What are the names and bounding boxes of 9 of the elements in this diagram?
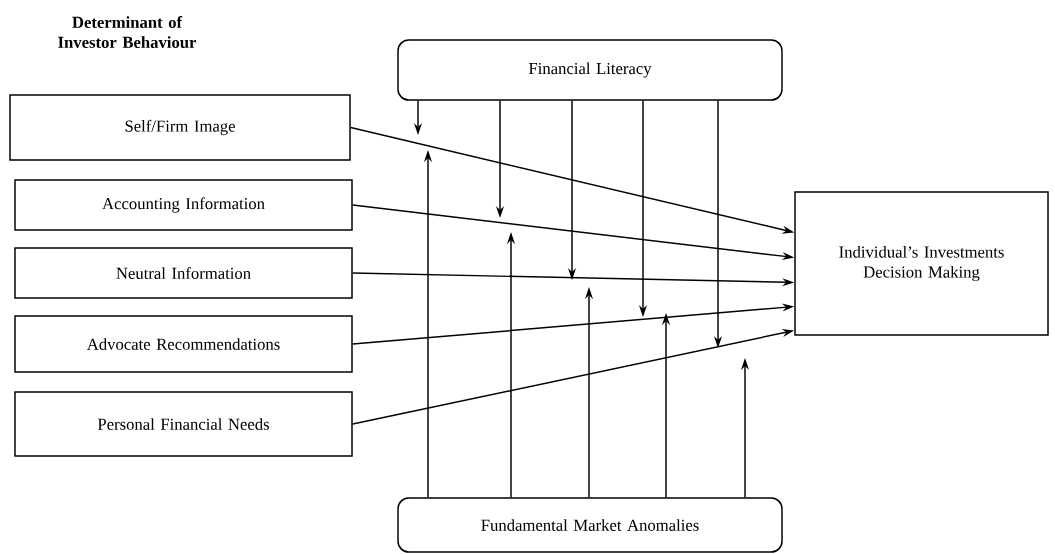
- factor-box: Accounting Information: [14, 179, 353, 231]
- heading: Determinant of Investor Behaviour: [58, 16, 197, 48]
- factor-box: Neutral Information: [14, 247, 353, 299]
- moderator-box: Financial Literacy: [397, 39, 783, 101]
- factor-box: Advocate Recommendations: [14, 315, 353, 373]
- moderator-box: Fundamental Market Anomalies: [397, 497, 783, 553]
- factor-box: Self/Firm Image: [9, 94, 351, 161]
- outcome-box: Individual’s Investments Decision Making: [794, 191, 1049, 336]
- factor-box: Personal Financial Needs: [14, 391, 353, 457]
